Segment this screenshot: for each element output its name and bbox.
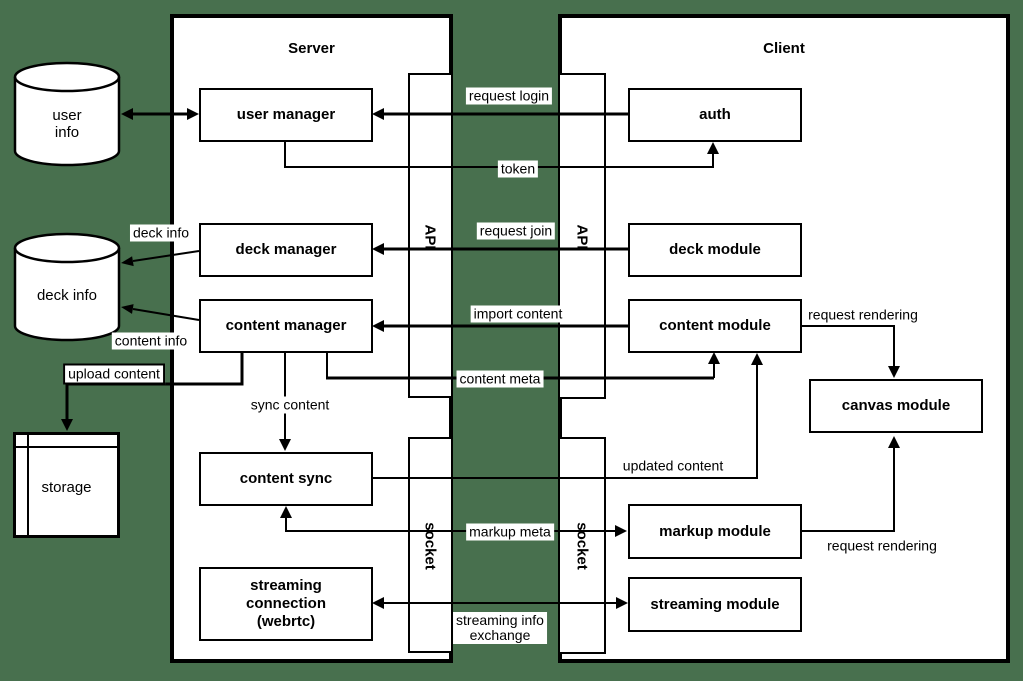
server-socket-bar (408, 437, 453, 653)
client-socket-bar (558, 437, 606, 654)
label-request-join: request join (476, 222, 556, 240)
label-deck-info: deck info (129, 224, 193, 242)
edge-request-login (372, 108, 628, 120)
client-auth: auth (628, 88, 802, 142)
client-api-label: API (573, 224, 591, 250)
edge-request-rendering-top (801, 325, 900, 378)
label-sync-content: sync content (247, 396, 333, 414)
user-info-cylinder (13, 61, 121, 167)
server-content-sync: content sync (199, 452, 373, 506)
edge-request-join (372, 243, 628, 255)
edge-request-rendering-bottom (801, 436, 900, 532)
server-api-label: API (421, 224, 439, 250)
client-title: Client (763, 40, 805, 57)
client-api-bar (558, 73, 606, 399)
label-request-rendering-bottom: request rendering (824, 537, 940, 555)
client-canvas-module: canvas module (809, 379, 983, 433)
label-request-login: request login (465, 87, 553, 105)
client-markup-module: markup module (628, 504, 802, 559)
edge-deck-info (121, 250, 200, 267)
client-socket-label: socket (573, 522, 591, 570)
label-content-meta: content meta (456, 370, 544, 388)
label-import-content: import content (470, 305, 566, 323)
server-socket-label: socket (421, 522, 439, 570)
label-markup-meta: markup meta (466, 523, 554, 541)
client-streaming-module: streaming module (628, 577, 802, 632)
server-content-manager: content manager (199, 299, 373, 353)
label-updated-content: updated content (619, 457, 727, 475)
edge-streaming-info (372, 597, 628, 609)
server-title: Server (288, 40, 335, 57)
edge-updated-content (373, 353, 763, 479)
edge-user-info-sync (121, 108, 199, 120)
edge-content-info (121, 304, 200, 321)
storage-side-line (27, 435, 29, 535)
label-content-info: content info (111, 332, 191, 350)
server-streaming-connection: streaming connection (webrtc) (199, 567, 373, 641)
client-deck-module: deck module (628, 223, 802, 277)
label-token: token (497, 160, 539, 178)
server-deck-manager: deck manager (199, 223, 373, 277)
deck-info-cylinder (13, 232, 121, 342)
server-user-manager: user manager (199, 88, 373, 142)
user-info-label: user info (52, 107, 82, 141)
label-request-rendering-top: request rendering (805, 306, 921, 324)
storage-shape: storage (13, 432, 120, 538)
edge-import-content (372, 320, 628, 332)
storage-label: storage (41, 479, 92, 496)
label-streaming-info-exchange: streaming info exchange (453, 612, 547, 644)
deck-info-store-label: deck info (36, 287, 98, 304)
client-content-module: content module (628, 299, 802, 353)
server-api-bar (408, 73, 453, 398)
storage-header-line (16, 446, 117, 448)
label-upload-content: upload content (63, 363, 165, 385)
